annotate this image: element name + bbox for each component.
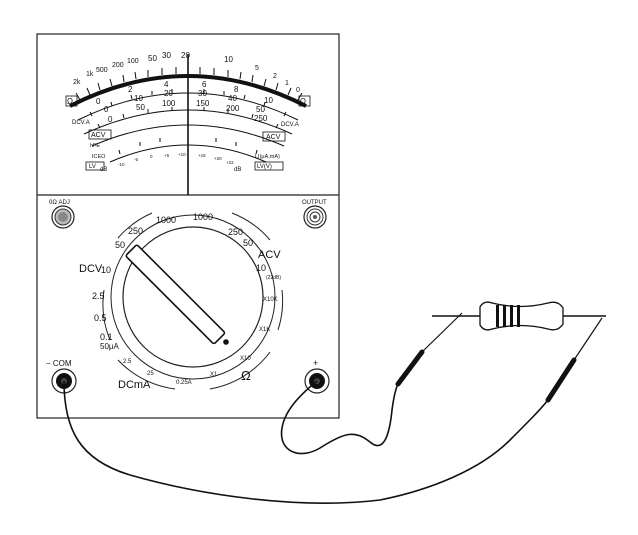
dcv-range[interactable]: 50	[115, 240, 125, 250]
ohm-tick: 30	[162, 51, 171, 60]
db-tick: 0	[150, 154, 153, 159]
dc-tick: 6	[202, 80, 207, 89]
dcma-range[interactable]: 2.5	[123, 359, 132, 365]
ohm-tick: 500	[96, 67, 108, 74]
dcma-label: DCmA	[118, 379, 151, 391]
acv-range[interactable]: 50	[243, 238, 253, 248]
dcma-range[interactable]: 0.25A	[176, 380, 192, 386]
mid-tick: 50	[256, 105, 265, 114]
plus-probe[interactable]	[395, 312, 463, 387]
resistor-body	[479, 301, 564, 331]
li-label: LI(μA,mA)	[255, 154, 280, 160]
high-tick: 200	[226, 104, 240, 113]
db-tick: +15	[198, 153, 206, 158]
ohm-tick: 50	[148, 54, 157, 63]
dc-tick: 10	[264, 96, 273, 105]
color-band	[510, 305, 513, 327]
dc-tick: 8	[234, 85, 239, 94]
db-tick: +5	[164, 153, 170, 158]
acv-label-right: ACV	[266, 134, 281, 141]
db-tick: -10	[118, 162, 125, 167]
color-band	[517, 305, 520, 327]
scale-display: 2k 1k 500 200 100 50 30 20 10 5 2 1 0 0 …	[65, 51, 311, 195]
color-band	[503, 305, 506, 327]
dcva-label-left: DCV.A	[72, 120, 90, 126]
high-tick: 250	[254, 114, 268, 123]
dcv-range[interactable]: 1000	[156, 215, 176, 225]
db-tick: +22	[226, 160, 234, 165]
output-label: OUTPUT	[302, 200, 327, 206]
high-tick: 0	[108, 115, 113, 124]
mid-tick: 40	[228, 94, 237, 103]
db-tick: -5	[134, 157, 138, 162]
dcv-label: DCV	[79, 263, 103, 275]
ohm-label: Ω	[241, 368, 251, 383]
dial-pointer	[125, 244, 226, 345]
db-label-left: dB	[100, 167, 107, 173]
zero-adjust-knob[interactable]	[51, 205, 75, 229]
dc-tick: 2	[128, 85, 133, 94]
mid-tick: 20	[164, 89, 173, 98]
db-tick: +20	[214, 156, 222, 161]
acv-label-left: ACV	[91, 132, 106, 139]
dc-tick: 0	[96, 97, 101, 106]
dcv-range[interactable]: 2.5	[92, 291, 105, 301]
db-tick: +10	[178, 152, 186, 157]
ohm-tick: 2k	[73, 79, 81, 86]
dial-knob[interactable]	[122, 226, 264, 368]
ohm-range[interactable]: X1	[210, 372, 218, 378]
color-band	[496, 305, 499, 327]
output-jack[interactable]	[303, 205, 327, 229]
com-lead-wire	[63, 380, 549, 504]
ohm-scale-label-left: Ω	[67, 97, 73, 106]
high-tick: 50	[136, 103, 145, 112]
dcv-range[interactable]: 250	[128, 226, 143, 236]
lv-label-right: LV(V)	[257, 164, 272, 170]
ohm-tick: 200	[112, 62, 124, 69]
dcva-label-right: DCV.A	[281, 122, 299, 128]
iceo-label: ICEO	[92, 154, 106, 160]
ohm-range[interactable]: X10	[240, 356, 251, 362]
acv-label: ACV	[258, 249, 281, 261]
plus-label: +	[313, 358, 318, 368]
mid-tick: 30	[198, 89, 207, 98]
dcv-range[interactable]: 0.1	[100, 332, 113, 342]
ohm-tick: 2	[273, 73, 277, 80]
ohm-tick: 20	[181, 51, 190, 60]
ohm-tick: 100	[127, 58, 139, 65]
ohm-range[interactable]: X10K	[263, 297, 278, 303]
high-tick: 100	[162, 99, 176, 108]
dcv-range[interactable]: 10	[101, 265, 111, 275]
acv-range[interactable]: 1000	[193, 212, 213, 222]
mid-tick: 10	[134, 94, 143, 103]
plus-lead-wire	[280, 380, 399, 455]
ohm-tick: 0	[296, 87, 300, 94]
dcv-range[interactable]: 0.5	[94, 313, 107, 323]
high-tick: 150	[196, 99, 210, 108]
acv-range[interactable]: 250	[228, 227, 243, 237]
dc-tick: 4	[164, 80, 169, 89]
db-label-right: dB	[234, 167, 241, 173]
com-label: − COM	[46, 359, 72, 368]
acv-db-note: (22dB)	[266, 275, 281, 281]
dcma-range[interactable]: 25	[147, 371, 154, 377]
hfe-label: hFE	[90, 143, 100, 149]
ohm-tick: 1	[285, 80, 289, 87]
zero-adjust-label: 0Ω ADJ	[49, 200, 70, 206]
mid-tick: 0	[104, 105, 109, 114]
resistor	[432, 301, 606, 331]
ohm-range[interactable]: X1K	[259, 327, 270, 333]
com-probe[interactable]	[545, 317, 603, 403]
ohm-scale-label-right: Ω	[300, 97, 306, 106]
lv-label-left: LV	[89, 164, 96, 170]
ohm-tick: 5	[255, 65, 259, 72]
ohm-tick: 10	[224, 55, 233, 64]
range-selector[interactable]	[102, 212, 284, 390]
ohm-tick: 1k	[86, 71, 94, 78]
dcv-range[interactable]: 50μA	[100, 342, 120, 351]
acv-range[interactable]: 10	[256, 263, 266, 273]
